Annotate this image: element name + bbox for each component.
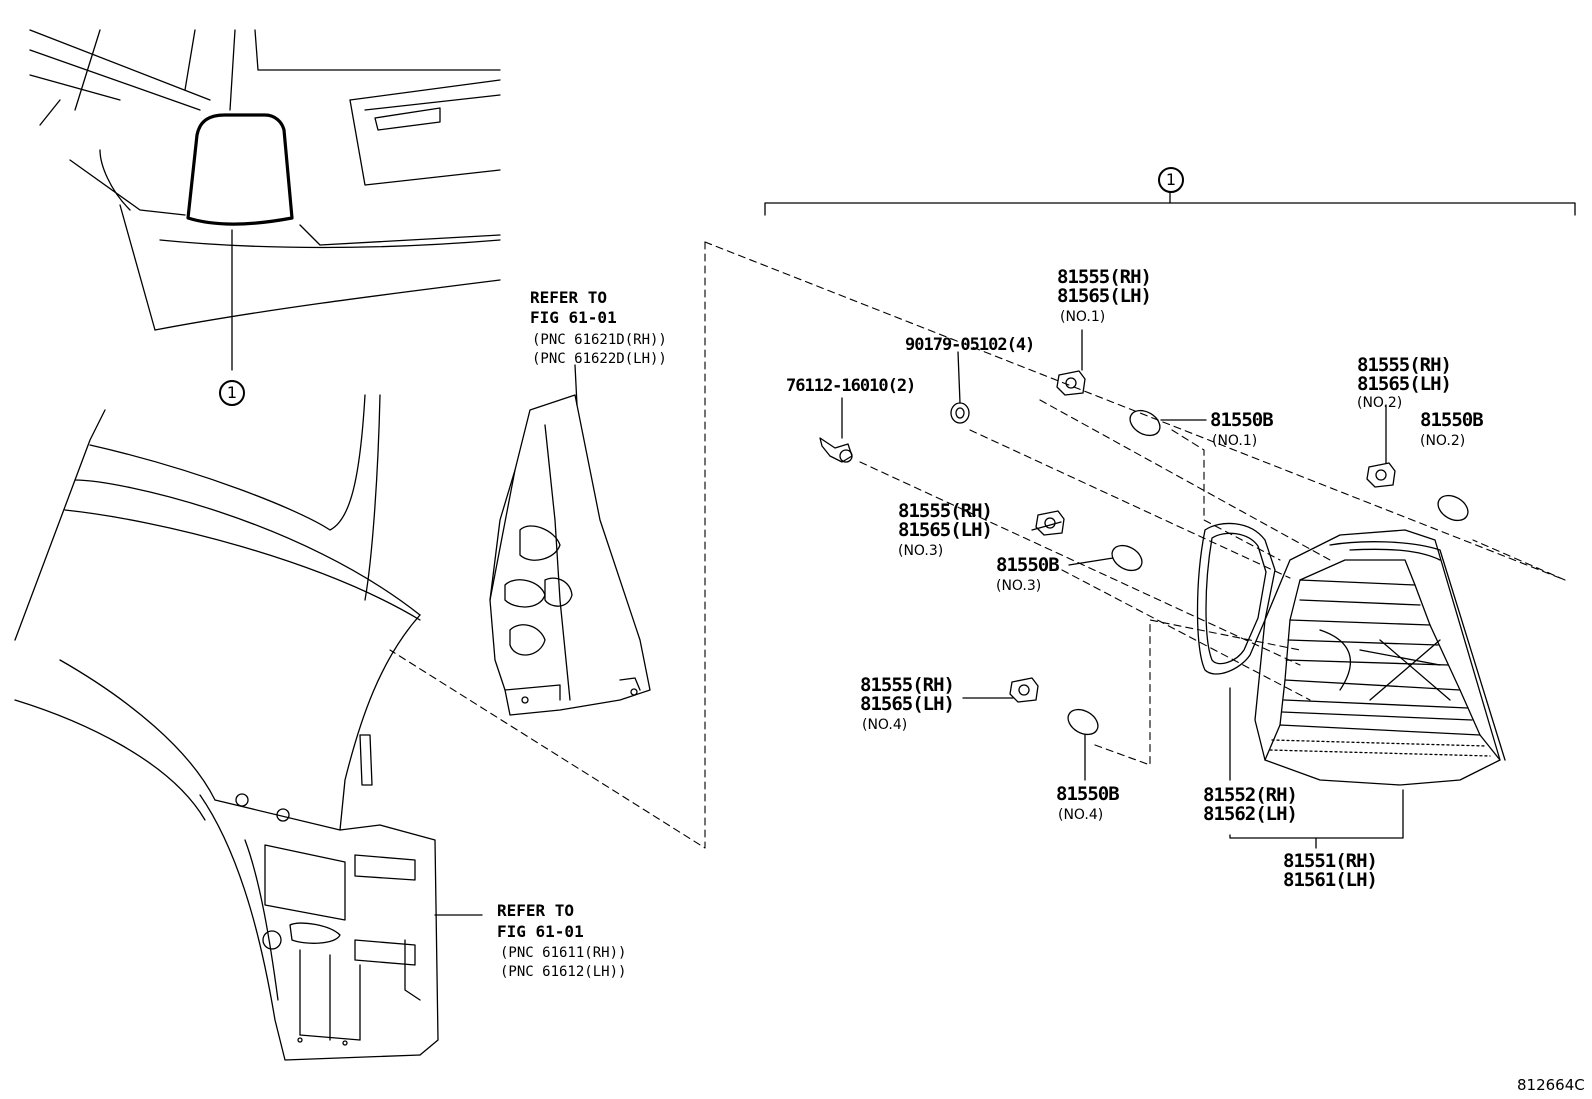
refer-fig-line: FIG 61-01 bbox=[497, 922, 584, 941]
callout-1-assembly: 1 bbox=[1158, 167, 1184, 193]
socket-number: (NO.3) bbox=[898, 543, 944, 559]
quarter-panel-drawing bbox=[14, 394, 483, 1061]
refer-to-line: REFER TO bbox=[530, 288, 608, 307]
socket-number: (NO.4) bbox=[862, 717, 908, 733]
socket-lh: 81565(LH) bbox=[860, 693, 955, 715]
socket-lh: 81565(LH) bbox=[1057, 285, 1152, 307]
refer-pnc-rh: (PNC 61621D(RH)) bbox=[532, 332, 667, 348]
dashed-projection-lines bbox=[389, 241, 1566, 849]
figure-code: 812664C bbox=[1517, 1076, 1585, 1094]
lamp-assy-rh: 81551(RH) bbox=[1283, 850, 1378, 872]
bulb-number: (NO.2) bbox=[1420, 433, 1466, 449]
callout-number: 1 bbox=[1165, 170, 1177, 189]
refer-pnc-lh: (PNC 61622D(LH)) bbox=[532, 351, 667, 367]
lamp-assy-lh: 81561(LH) bbox=[1283, 869, 1378, 891]
part-90179-label: 90179-05102(4) bbox=[905, 335, 1035, 355]
vehicle-rear-view bbox=[29, 29, 501, 371]
part-76112-label: 76112-16010(2) bbox=[786, 376, 916, 396]
bulb-number: (NO.4) bbox=[1058, 807, 1104, 823]
bulb-number: (NO.3) bbox=[996, 578, 1042, 594]
socket-lh: 81565(LH) bbox=[1357, 373, 1452, 395]
socket-number: (NO.2) bbox=[1357, 395, 1403, 411]
socket-rh: 81555(RH) bbox=[1357, 354, 1452, 376]
bulb-part-number: 81550B bbox=[996, 554, 1060, 576]
lens-lh: 81562(LH) bbox=[1203, 803, 1298, 825]
sockets bbox=[1009, 370, 1396, 703]
refer-pnc-lh: (PNC 61612(LH)) bbox=[500, 964, 627, 980]
refer-pnc-rh: (PNC 61611(RH)) bbox=[500, 945, 627, 961]
socket-rh: 81555(RH) bbox=[898, 500, 993, 522]
callout-1-vehicle: 1 bbox=[219, 380, 245, 406]
bulb-part-number: 81550B bbox=[1420, 409, 1484, 431]
leader-lines bbox=[764, 191, 1576, 849]
lamp-assembly-drawing bbox=[1254, 529, 1506, 786]
lens-rh: 81552(RH) bbox=[1203, 784, 1298, 806]
lens-gasket-drawing bbox=[1196, 522, 1276, 675]
callout-number: 1 bbox=[226, 383, 238, 402]
bulb-number: (NO.1) bbox=[1212, 433, 1258, 449]
bulbs bbox=[1067, 409, 1469, 736]
refer-fig-line: FIG 61-01 bbox=[530, 308, 617, 327]
socket-number: (NO.1) bbox=[1060, 309, 1106, 325]
bulb-part-number: 81550B bbox=[1210, 409, 1274, 431]
socket-rh: 81555(RH) bbox=[1057, 266, 1152, 288]
bulb-part-number: 81550B bbox=[1056, 783, 1120, 805]
inner-bracket-drawing bbox=[489, 364, 651, 716]
socket-rh: 81555(RH) bbox=[860, 674, 955, 696]
socket-lh: 81565(LH) bbox=[898, 519, 993, 541]
refer-to-line: REFER TO bbox=[497, 901, 575, 920]
